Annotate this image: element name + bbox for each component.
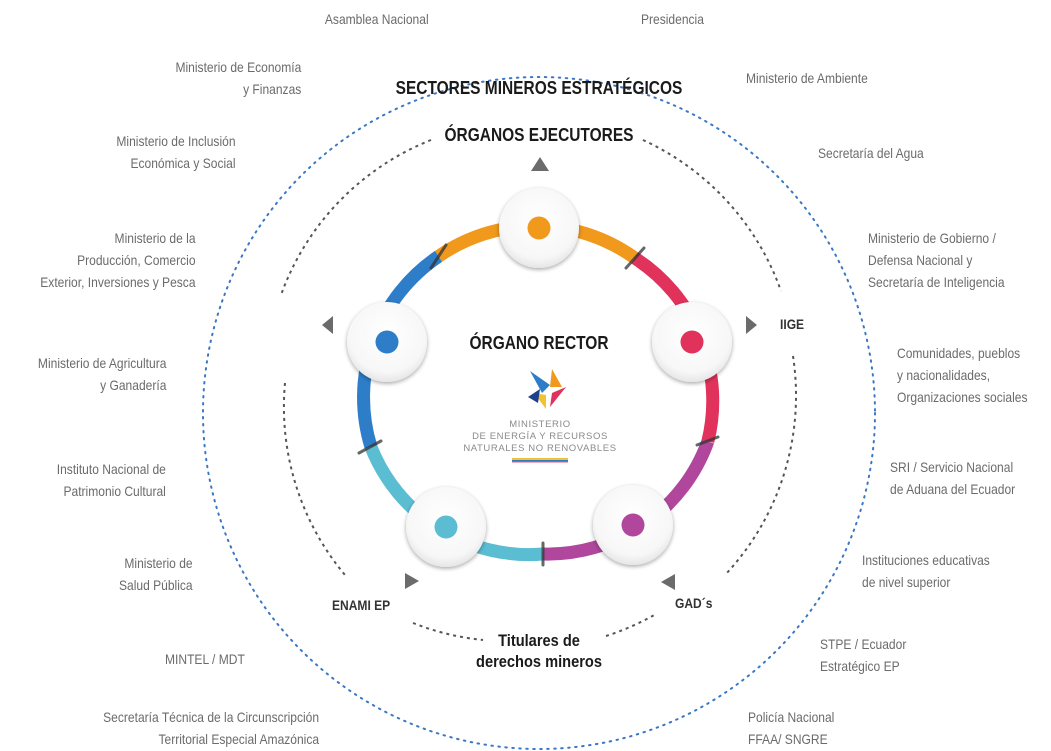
entity-stpe: STPE / Ecuador Estratégico EP: [820, 633, 906, 677]
entity-line: Exterior, Inversiones y Pesca: [40, 274, 196, 290]
entity-asamblea: Asamblea Nacional: [325, 8, 429, 30]
arrow-right-icon: [405, 573, 419, 589]
entity-line: Ministerio de: [124, 555, 193, 571]
entity-line: Instituto Nacional de: [56, 461, 166, 477]
cyan-dot-icon: [434, 515, 458, 539]
executors-title: ÓRGANOS EJECUTORES: [444, 125, 634, 145]
entity-line: Producción, Comercio: [77, 252, 196, 268]
entity-line: y nacionalidades,: [897, 367, 991, 383]
entity-inpc: Instituto Nacional de Patrimonio Cultura…: [57, 458, 166, 502]
entity-agua: Secretaría del Agua: [818, 142, 924, 164]
arrow-left-icon: [322, 316, 333, 334]
entity-line: Instituciones educativas: [862, 552, 990, 568]
entity-line: Territorial Especial Amazónica: [158, 731, 319, 747]
entity-line: Organizaciones sociales: [897, 389, 1028, 405]
entity-line: SRI / Servicio Nacional: [890, 459, 1014, 475]
entity-mies: Ministerio de Inclusión Económica y Soci…: [117, 130, 236, 174]
entity-line: Estratégico EP: [820, 658, 900, 674]
blue-dot-icon: [375, 330, 399, 354]
entity-line: Comunidades, pueblos: [897, 345, 1021, 361]
arrow-left-icon: [661, 574, 675, 590]
arrow-up-icon: [531, 157, 549, 171]
red-dot-icon: [680, 330, 704, 354]
entity-line: Económica y Social: [130, 155, 236, 171]
logo-text-line: NATURALES NO RENOVABLES: [463, 443, 617, 454]
entity-line: MINTEL / MDT: [165, 651, 245, 667]
entity-line: y Ganadería: [99, 377, 166, 393]
entity-ambiente: Ministerio de Ambiente: [746, 67, 868, 89]
entity-line: Salud Pública: [119, 577, 193, 593]
entity-salud: Ministerio de Salud Pública: [119, 552, 193, 596]
flow-arrows: [322, 157, 757, 590]
holders-title-line: Titulares de: [498, 631, 580, 650]
entity-line: FFAA/ SNGRE: [748, 731, 828, 747]
purple-dot-icon: [621, 513, 645, 537]
rector-title: ÓRGANO RECTOR: [469, 333, 609, 353]
entity-line: Ministerio de Inclusión: [116, 133, 236, 149]
entity-line: Presidencia: [641, 11, 704, 27]
entity-amazonica: Secretaría Técnica de la Circunscripción…: [103, 706, 319, 750]
holders-title: Titulares de derechos mineros: [453, 630, 625, 672]
ring-joints: [357, 243, 720, 567]
logo-underline: [512, 458, 568, 460]
entity-agricultura: Ministerio de Agricultura y Ganadería: [38, 352, 166, 396]
entity-line: Policía Nacional: [748, 709, 835, 725]
entity-gobierno: Ministerio de Gobierno / Defensa Naciona…: [868, 227, 1005, 293]
entity-mintel: MINTEL / MDT: [165, 648, 245, 670]
entity-line: de Aduana del Ecuador: [890, 481, 1016, 497]
holders-title-line: derechos mineros: [476, 652, 602, 671]
entity-line: Ministerio de Ambiente: [746, 70, 868, 86]
entity-line: Secretaría Técnica de la Circunscripción: [103, 709, 319, 725]
entity-line: Asamblea Nacional: [325, 11, 429, 27]
arrow-right-icon: [746, 316, 757, 334]
node-blue: [347, 302, 427, 382]
node-iige: [652, 302, 732, 382]
entity-presidencia: Presidencia: [641, 8, 704, 30]
entity-line: Secretaría de Inteligencia: [868, 274, 1005, 290]
node-executors: [499, 188, 579, 268]
iige-label: IIGE: [780, 316, 805, 332]
entity-line: y Finanzas: [242, 81, 301, 97]
entity-line: Ministerio de Economía: [175, 59, 301, 75]
entity-line: Ministerio de la: [115, 230, 196, 246]
entity-produccion: Ministerio de la Producción, Comercio Ex…: [41, 227, 196, 293]
entity-educativas: Instituciones educativas de nivel superi…: [862, 549, 990, 593]
enami-label: ENAMI EP: [332, 597, 391, 613]
logo-text-line: DE ENERGÍA Y RECURSOS: [472, 431, 608, 442]
entity-line: de nivel superior: [862, 574, 951, 590]
entity-line: Ministerio de Gobierno /: [868, 230, 996, 246]
node-gads: [593, 485, 673, 565]
entity-comunidades: Comunidades, pueblos y nacionalidades, O…: [897, 342, 1028, 408]
ministry-logo-icon: [528, 369, 566, 409]
gads-label: GAD´s: [675, 595, 713, 611]
entity-line: Patrimonio Cultural: [63, 483, 166, 499]
entity-line: STPE / Ecuador: [820, 636, 907, 652]
sectors-title: SECTORES MINEROS ESTRATÉGICOS: [395, 78, 683, 98]
orange-dot-icon: [527, 216, 551, 240]
entity-mef: Ministerio de Economía y Finanzas: [175, 56, 301, 100]
ministry-logo-text: MINISTERIO DE ENERGÍA Y RECURSOS NATURAL…: [440, 419, 640, 455]
entity-line: Secretaría del Agua: [818, 145, 924, 161]
entity-line: Ministerio de Agricultura: [37, 355, 166, 371]
dashed-flow-arcs: [280, 139, 798, 641]
logo-text-line: MINISTERIO: [509, 419, 571, 430]
outer-ring: [202, 76, 876, 750]
entity-sri: SRI / Servicio Nacional de Aduana del Ec…: [890, 456, 1015, 500]
entity-line: Defensa Nacional y: [868, 252, 973, 268]
entity-policia: Policía Nacional FFAA/ SNGRE: [748, 706, 834, 750]
node-enami: [406, 487, 486, 567]
